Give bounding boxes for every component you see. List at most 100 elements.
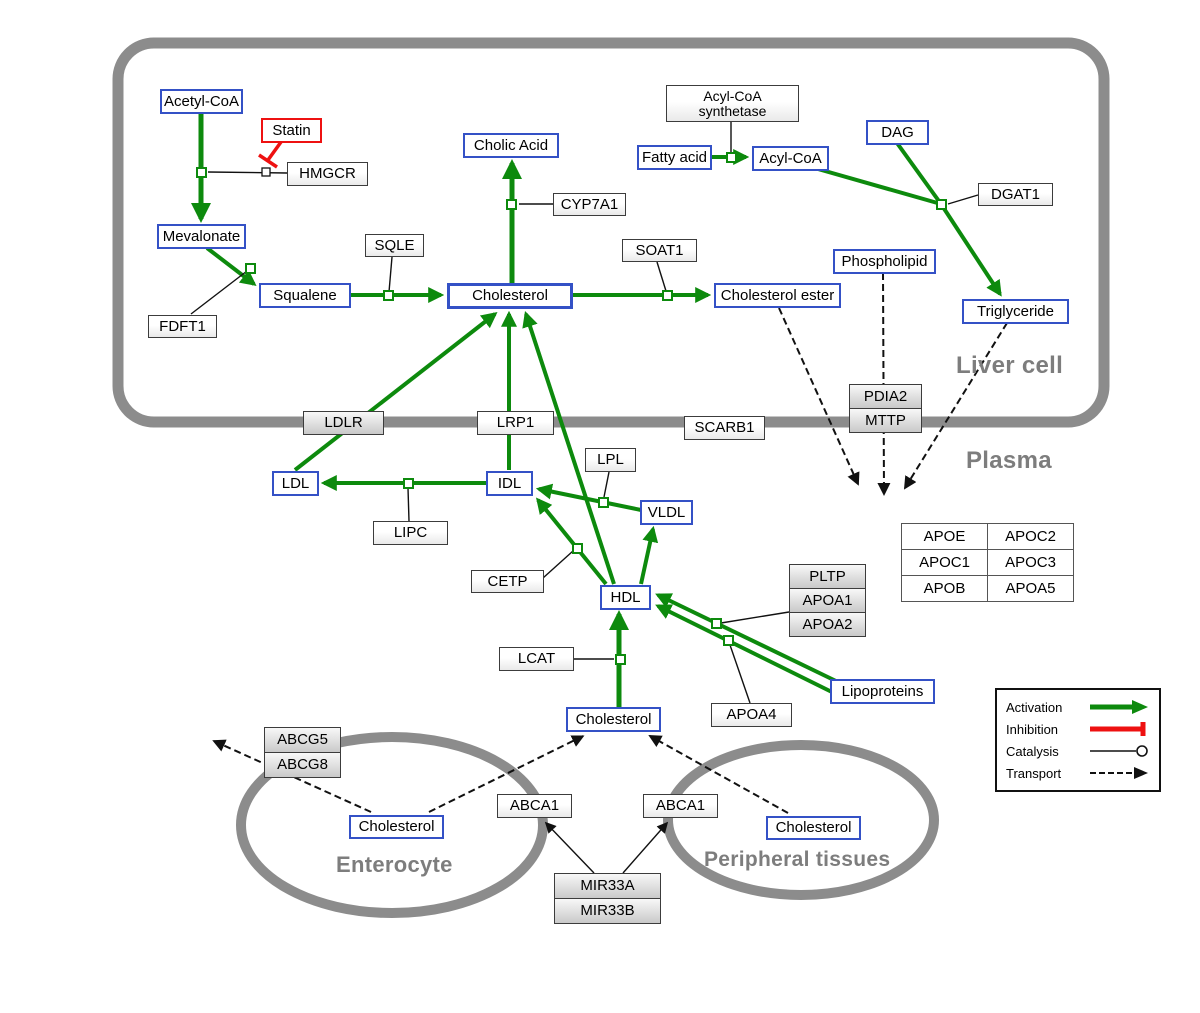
edge-hdl-liver-uptake (522, 310, 616, 585)
node-acyl-coa[interactable]: Acyl-CoA (752, 146, 829, 171)
node-cholesterol-plasma[interactable]: Cholesterol (566, 707, 661, 732)
node-fatty-acid[interactable]: Fatty acid (637, 145, 712, 170)
node-fdft1[interactable]: FDFT1 (148, 315, 217, 338)
apo-cell[interactable]: APOE (902, 524, 987, 549)
acyl-coa-synthetase-line1: Acyl-CoA (703, 87, 762, 104)
node-hmgcr[interactable]: HMGCR (287, 162, 368, 186)
node-hdl[interactable]: HDL (600, 585, 651, 610)
node-ldlr[interactable]: LDLR (303, 411, 384, 435)
node-lpl[interactable]: LPL (585, 448, 636, 472)
apo-cell[interactable]: APOC2 (988, 524, 1073, 549)
node-cholesterol-peripheral[interactable]: Cholesterol (766, 816, 861, 840)
node-cholic-acid[interactable]: Cholic Acid (463, 133, 559, 158)
liver-cell-membrane (112, 37, 1110, 428)
inhibition-statin-tbar (258, 153, 278, 169)
legend-inhibition-label: Inhibition (1006, 721, 1059, 737)
legend-transport-row: Transport (1006, 764, 1150, 782)
reaction-node (506, 199, 517, 210)
reaction-node (726, 152, 737, 163)
catalysis-soat1 (656, 261, 667, 292)
node-lipc[interactable]: LIPC (373, 521, 448, 545)
node-statin[interactable]: Statin (261, 118, 322, 143)
mir33-abca1-left (544, 821, 595, 874)
edge-ldl-liver-uptake (293, 312, 498, 472)
node-pdia2[interactable]: PDIA2 (849, 384, 922, 409)
node-cholesterol-ester[interactable]: Cholesterol ester (714, 283, 841, 308)
node-soat1[interactable]: SOAT1 (622, 239, 697, 262)
reaction-node (723, 635, 734, 646)
node-lrp1[interactable]: LRP1 (477, 411, 554, 435)
reaction-node (245, 263, 256, 274)
reaction-node (196, 167, 207, 178)
catalysis-circle-icon (1090, 745, 1148, 757)
node-cholesterol-enterocyte[interactable]: Cholesterol (349, 815, 444, 839)
inhibition-statin-stem (266, 140, 283, 162)
catalysis-lipc (407, 487, 410, 522)
node-mevalonate[interactable]: Mevalonate (157, 224, 246, 249)
edge-lipoproteins-hdl-lower (655, 604, 847, 701)
transport-phospholipid-plasma (877, 272, 891, 496)
node-acyl-coa-synthetase[interactable]: Acyl-CoA synthetase (666, 85, 799, 122)
node-mttp[interactable]: MTTP (849, 408, 922, 433)
catalysis-fdft1 (190, 270, 248, 315)
edge-hdl-idl (535, 497, 608, 586)
node-abcg8[interactable]: ABCG8 (264, 752, 341, 778)
node-abcg5[interactable]: ABCG5 (264, 727, 341, 753)
catalysis-pltp-apoa (720, 611, 790, 624)
activation-arrow-icon (1090, 700, 1148, 714)
legend-activation-row: Activation (1006, 698, 1150, 716)
node-apoa1[interactable]: APOA1 (789, 588, 866, 613)
legend-transport-label: Transport (1006, 765, 1062, 781)
catalysis-cetp (542, 550, 574, 579)
edge-mevalonate-squalene (205, 246, 257, 286)
node-triglyceride[interactable]: Triglyceride (962, 299, 1069, 324)
node-sqle[interactable]: SQLE (365, 234, 424, 257)
node-cholesterol-liver[interactable]: Cholesterol (447, 283, 573, 309)
legend: Activation Inhibition Catalysis Transpor… (995, 688, 1161, 792)
legend-inhibition-row: Inhibition (1006, 720, 1150, 738)
node-acetyl-coa[interactable]: Acetyl-CoA (160, 89, 243, 114)
edge-lipoproteins-hdl-upper (655, 593, 839, 684)
legend-catalysis-row: Catalysis (1006, 742, 1150, 760)
reaction-node (936, 199, 947, 210)
node-squalene[interactable]: Squalene (259, 283, 351, 308)
apo-cell[interactable]: APOB (902, 576, 987, 601)
peripheral-tissues-label: Peripheral tissues (704, 848, 891, 871)
node-vldl[interactable]: VLDL (640, 500, 693, 525)
catalysis-lpl (603, 471, 610, 498)
node-abca1-right[interactable]: ABCA1 (643, 794, 718, 818)
node-dag[interactable]: DAG (866, 120, 929, 145)
node-scarb1[interactable]: SCARB1 (684, 416, 765, 440)
node-mir33b[interactable]: MIR33B (554, 898, 661, 924)
node-apoa4[interactable]: APOA4 (711, 703, 792, 727)
catalysis-sqle (388, 256, 393, 293)
apo-cell[interactable]: APOC1 (902, 550, 987, 575)
node-abca1-left[interactable]: ABCA1 (497, 794, 572, 818)
reaction-nodes (196, 152, 947, 665)
node-apoa2[interactable]: APOA2 (789, 612, 866, 637)
node-dgat1[interactable]: DGAT1 (978, 183, 1053, 206)
apo-cell[interactable]: APOC3 (988, 550, 1073, 575)
edge-junction-triglyceride (939, 202, 1002, 297)
catalysis-dgat1 (947, 194, 979, 205)
apolipoprotein-table: APOE APOC2 APOC1 APOC3 APOB APOA5 (901, 523, 1074, 602)
node-phospholipid[interactable]: Phospholipid (833, 249, 936, 274)
acyl-coa-synthetase-line2: synthetase (698, 102, 767, 119)
legend-activation-label: Activation (1006, 699, 1063, 715)
node-lipoproteins[interactable]: Lipoproteins (830, 679, 935, 704)
transport-enterocyte-plasma (428, 735, 585, 813)
edge-vldl-idl (535, 483, 642, 512)
apo-cell[interactable]: APOA5 (988, 576, 1073, 601)
node-cyp7a1[interactable]: CYP7A1 (553, 193, 626, 216)
catalysis-apoa4 (729, 644, 751, 704)
node-lcat[interactable]: LCAT (499, 647, 574, 671)
node-idl[interactable]: IDL (486, 471, 533, 496)
transport-edges (212, 272, 1008, 814)
node-mir33a[interactable]: MIR33A (554, 873, 661, 899)
node-ldl[interactable]: LDL (272, 471, 319, 496)
node-cetp[interactable]: CETP (471, 570, 544, 593)
node-pltp[interactable]: PLTP (789, 564, 866, 589)
mir33-abca1-right (622, 821, 669, 874)
